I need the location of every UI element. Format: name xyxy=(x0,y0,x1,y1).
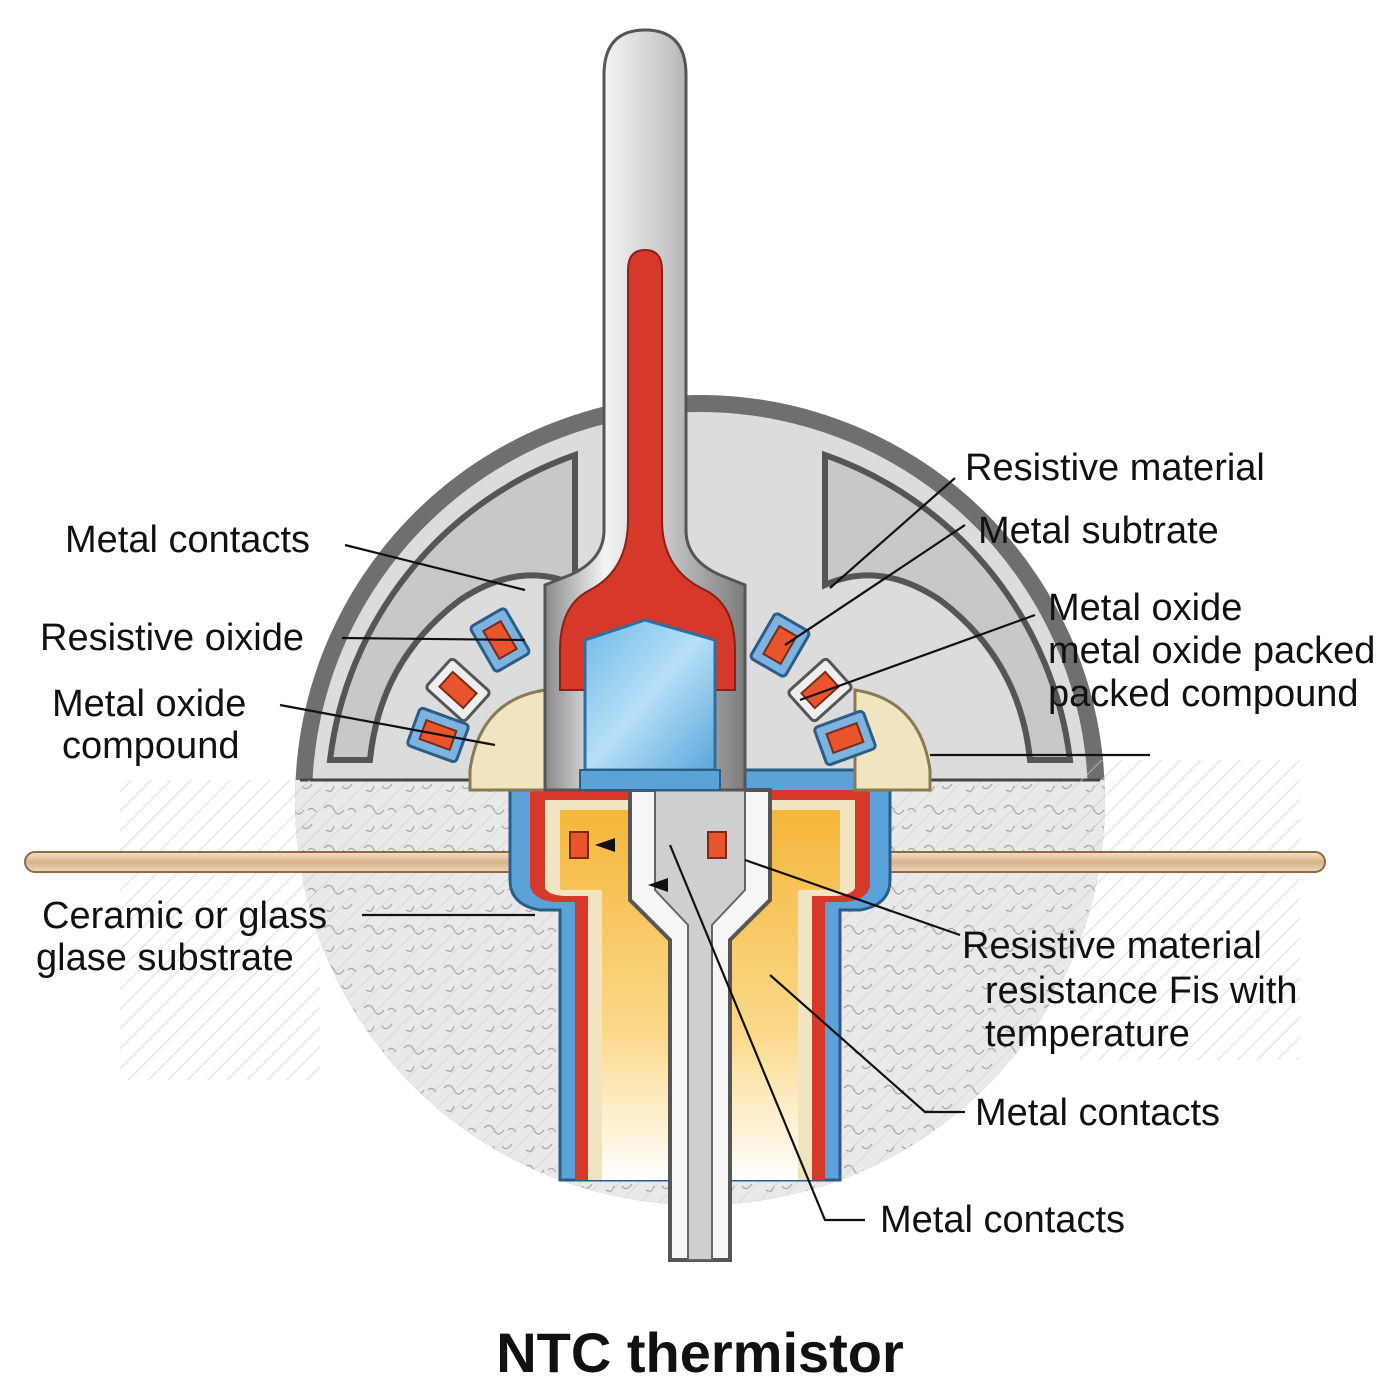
probe-tube xyxy=(543,28,747,792)
contact-stacks-right xyxy=(749,612,877,767)
label-resistive-material-temp-1: Resistive material xyxy=(962,925,1262,967)
label-resistive-material-temp-3: temperature xyxy=(985,1013,1190,1055)
label-metal-contacts-right: Metal contacts xyxy=(975,1092,1220,1134)
label-metal-oxide-packed-1: Metal oxide xyxy=(1048,587,1242,629)
label-metal-contacts-bottom: Metal contacts xyxy=(880,1199,1125,1241)
label-metal-oxide-compound-2: compound xyxy=(62,725,239,767)
ceramic-shoulders xyxy=(468,688,932,792)
lead-wires xyxy=(24,851,1326,873)
label-ceramic-glass-1: Ceramic or glass xyxy=(42,895,327,937)
label-metal-oxide-packed-3: packed compound xyxy=(1048,673,1359,715)
surface-hatching xyxy=(120,760,1300,1080)
leader-lines xyxy=(279,477,1150,1222)
label-resistive-oixide: Resistive oixide xyxy=(40,617,304,659)
label-metal-oxide-packed-2: metal oxide packed xyxy=(1048,630,1375,672)
label-metal-contacts-top-left: Metal contacts xyxy=(65,519,310,561)
labels: Metal contacts Resistive oixide Metal ox… xyxy=(36,447,1375,1241)
label-metal-oxide-compound-1: Metal oxide xyxy=(52,683,246,725)
diagram-title: NTC thermistor xyxy=(496,1321,904,1384)
label-resistive-material-temp-2: resistance Fis with xyxy=(985,970,1298,1012)
label-resistive-material-top: Resistive material xyxy=(965,447,1265,489)
label-ceramic-glass-2: glase substrate xyxy=(36,937,294,979)
substrate-body xyxy=(508,768,892,1262)
label-metal-subtrate: Metal subtrate xyxy=(978,510,1219,552)
